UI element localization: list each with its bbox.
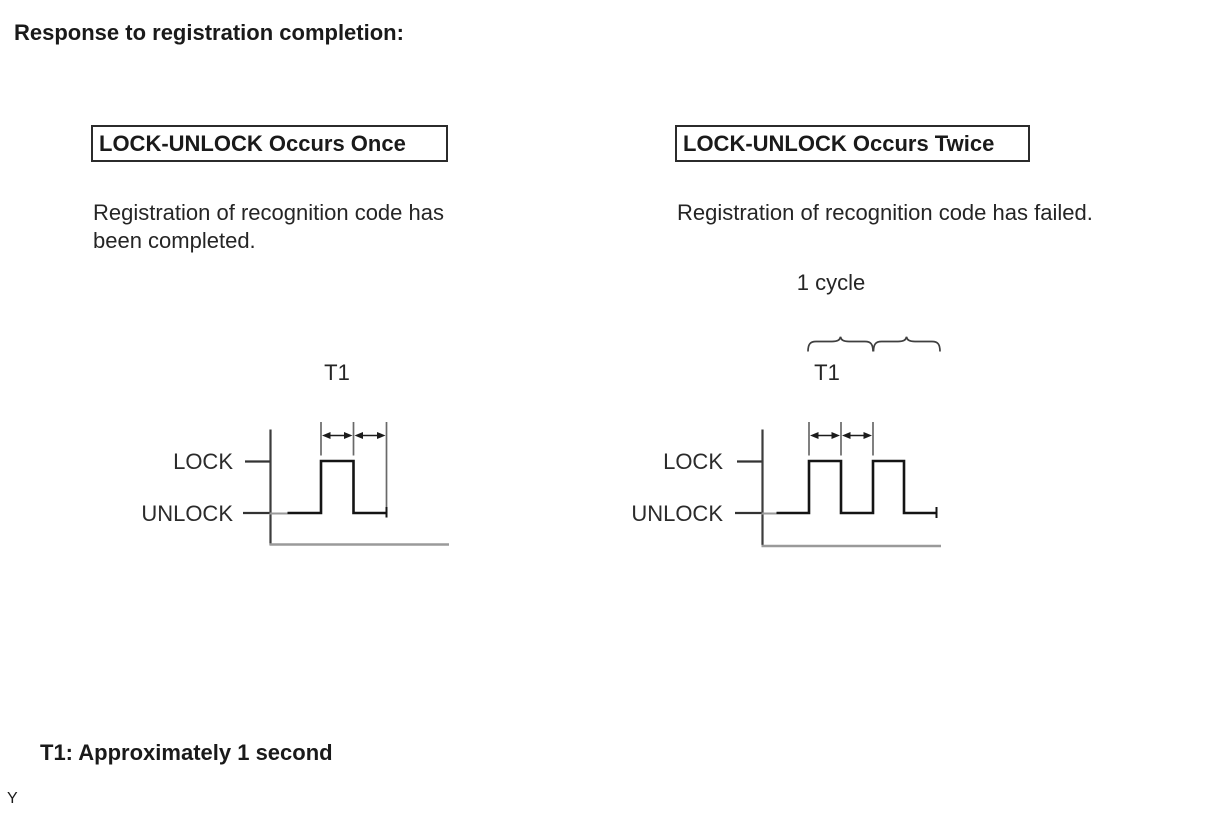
panel-twice-title-box: LOCK-UNLOCK Occurs Twice <box>675 125 1030 162</box>
panel-twice-unlock-label: UNLOCK <box>631 501 723 526</box>
lock-unlock-waveform <box>776 459 937 515</box>
panel-once-title: LOCK-UNLOCK Occurs Once <box>99 131 406 156</box>
panel-once-title-box: LOCK-UNLOCK Occurs Once <box>91 125 448 162</box>
arrow-left-icon <box>810 432 819 439</box>
waveform-diagram-twice <box>735 336 941 548</box>
arrow-right-icon <box>863 432 872 439</box>
arrow-left-icon <box>842 432 851 439</box>
waveform-diagram-once <box>243 422 449 546</box>
cycle-label: 1 cycle <box>796 270 866 295</box>
panel-once-unlock-label: UNLOCK <box>141 501 233 526</box>
panel-twice-description: Registration of recognition code has fai… <box>677 200 1093 225</box>
panel-once-description: Registration of recognition code has bee… <box>93 200 444 253</box>
arrow-right-icon <box>377 432 386 439</box>
arrow-right-icon <box>344 432 353 439</box>
panel-once-lock-label: LOCK <box>173 449 233 474</box>
panel-twice-t1-label: T1 <box>814 360 840 385</box>
page-title: Response to registration completion: <box>14 20 404 45</box>
arrow-left-icon <box>354 432 363 439</box>
lock-unlock-waveform <box>287 459 387 515</box>
arrow-right-icon <box>831 432 840 439</box>
cycle-brace <box>807 336 874 352</box>
cycle-brace <box>872 336 941 352</box>
page-marker: Y <box>7 790 18 807</box>
panel-once-t1-label: T1 <box>324 360 350 385</box>
t1-footnote: T1: Approximately 1 second <box>40 740 333 765</box>
panel-twice-lock-label: LOCK <box>663 449 723 474</box>
panel-twice-title: LOCK-UNLOCK Occurs Twice <box>683 131 995 156</box>
arrow-left-icon <box>322 432 331 439</box>
